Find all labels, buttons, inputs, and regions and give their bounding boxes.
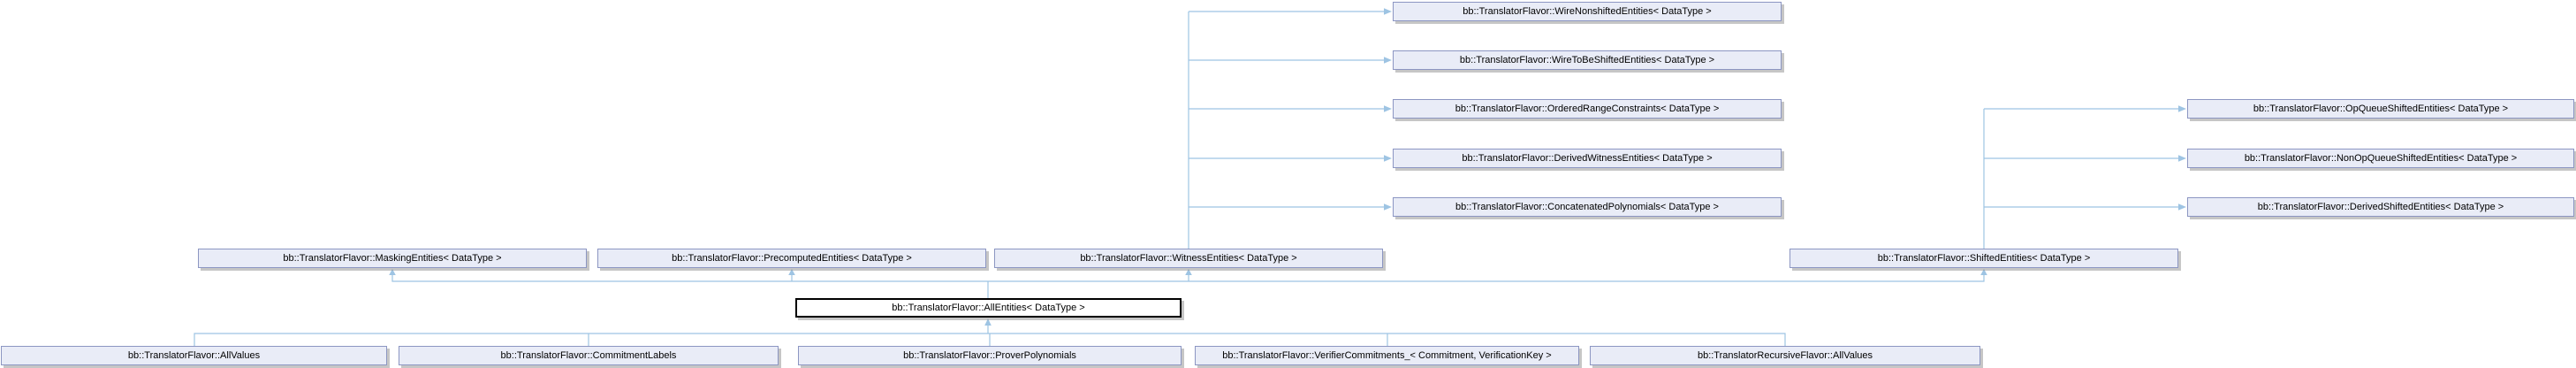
- node-label: bb::TranslatorFlavor::WireNonshiftedEnti…: [1463, 6, 1712, 17]
- node-non-op-queue-shifted-entities[interactable]: bb::TranslatorFlavor::NonOpQueueShiftedE…: [2187, 149, 2574, 168]
- node-prover-polynomials[interactable]: bb::TranslatorFlavor::ProverPolynomials: [798, 346, 1182, 365]
- arrowhead-op-queue: [2178, 105, 2186, 112]
- node-label: bb::TranslatorFlavor::AllValues: [127, 350, 261, 361]
- node-label: bb::TranslatorFlavor::DerivedWitnessEnti…: [1462, 153, 1713, 164]
- node-derived-witness-entities[interactable]: bb::TranslatorFlavor::DerivedWitnessEnti…: [1393, 149, 1782, 168]
- node-label: bb::TranslatorFlavor::WireToBeShiftedEnt…: [1459, 55, 1715, 65]
- node-op-queue-shifted-entities[interactable]: bb::TranslatorFlavor::OpQueueShiftedEnti…: [2187, 99, 2574, 119]
- node-label: bb::TranslatorFlavor::WitnessEntities< D…: [1080, 253, 1297, 264]
- node-label: bb::TranslatorFlavor::OpQueueShiftedEnti…: [2253, 104, 2509, 114]
- arrowhead-allentities: [984, 318, 992, 326]
- arrowhead-masking: [389, 269, 396, 275]
- node-label: bb::TranslatorFlavor::CommitmentLabels: [500, 350, 677, 361]
- node-label: bb::TranslatorFlavor::ShiftedEntities< D…: [1877, 253, 2091, 264]
- node-label: bb::TranslatorFlavor::MaskingEntities< D…: [283, 253, 502, 264]
- node-wire-nonshifted-entities[interactable]: bb::TranslatorFlavor::WireNonshiftedEnti…: [1393, 2, 1782, 21]
- node-recursive-all-values[interactable]: bb::TranslatorRecursiveFlavor::AllValues: [1590, 346, 1980, 365]
- node-precomputed-entities[interactable]: bb::TranslatorFlavor::PrecomputedEntitie…: [597, 249, 986, 268]
- node-witness-entities[interactable]: bb::TranslatorFlavor::WitnessEntities< D…: [994, 249, 1383, 268]
- arrowhead-wire-nonshifted: [1384, 8, 1392, 15]
- arrowhead-witness: [1185, 269, 1192, 275]
- node-wire-to-be-shifted-entities[interactable]: bb::TranslatorFlavor::WireToBeShiftedEnt…: [1393, 50, 1782, 70]
- arrowhead-shifted: [1980, 269, 1987, 275]
- node-label: bb::TranslatorFlavor::VerifierCommitment…: [1222, 350, 1552, 361]
- arrowhead-wire-to-be-shifted: [1384, 57, 1392, 64]
- node-concatenated-polynomials[interactable]: bb::TranslatorFlavor::ConcatenatedPolyno…: [1393, 197, 1782, 217]
- node-all-values[interactable]: bb::TranslatorFlavor::AllValues: [1, 346, 387, 365]
- node-verifier-commitments[interactable]: bb::TranslatorFlavor::VerifierCommitment…: [1195, 346, 1579, 365]
- node-commitment-labels[interactable]: bb::TranslatorFlavor::CommitmentLabels: [399, 346, 779, 365]
- node-derived-shifted-entities[interactable]: bb::TranslatorFlavor::DerivedShiftedEnti…: [2187, 197, 2574, 217]
- node-ordered-range-constraints[interactable]: bb::TranslatorFlavor::OrderedRangeConstr…: [1393, 99, 1782, 119]
- arrowhead-derived-shifted: [2178, 203, 2186, 211]
- node-shifted-entities[interactable]: bb::TranslatorFlavor::ShiftedEntities< D…: [1790, 249, 2178, 268]
- node-all-entities: bb::TranslatorFlavor::AllEntities< DataT…: [795, 298, 1182, 318]
- node-label: bb::TranslatorFlavor::PrecomputedEntitie…: [672, 253, 912, 264]
- arrowhead-precomputed: [788, 269, 795, 275]
- node-label: bb::TranslatorFlavor::AllEntities< DataT…: [892, 303, 1085, 313]
- node-label: bb::TranslatorFlavor::ConcatenatedPolyno…: [1455, 202, 1719, 212]
- node-label: bb::TranslatorFlavor::DerivedShiftedEnti…: [2257, 202, 2504, 212]
- node-label: bb::TranslatorRecursiveFlavor::AllValues: [1697, 350, 1873, 361]
- node-label: bb::TranslatorFlavor::NonOpQueueShiftedE…: [2244, 153, 2518, 164]
- arrowhead-ordered-range: [1384, 105, 1392, 112]
- arrowhead-derived-witness: [1384, 155, 1392, 162]
- arrowhead-concatenated: [1384, 203, 1392, 211]
- node-masking-entities[interactable]: bb::TranslatorFlavor::MaskingEntities< D…: [198, 249, 587, 268]
- arrowhead-non-op-queue: [2178, 155, 2186, 162]
- node-label: bb::TranslatorFlavor::OrderedRangeConstr…: [1455, 104, 1720, 114]
- node-label: bb::TranslatorFlavor::ProverPolynomials: [903, 350, 1076, 361]
